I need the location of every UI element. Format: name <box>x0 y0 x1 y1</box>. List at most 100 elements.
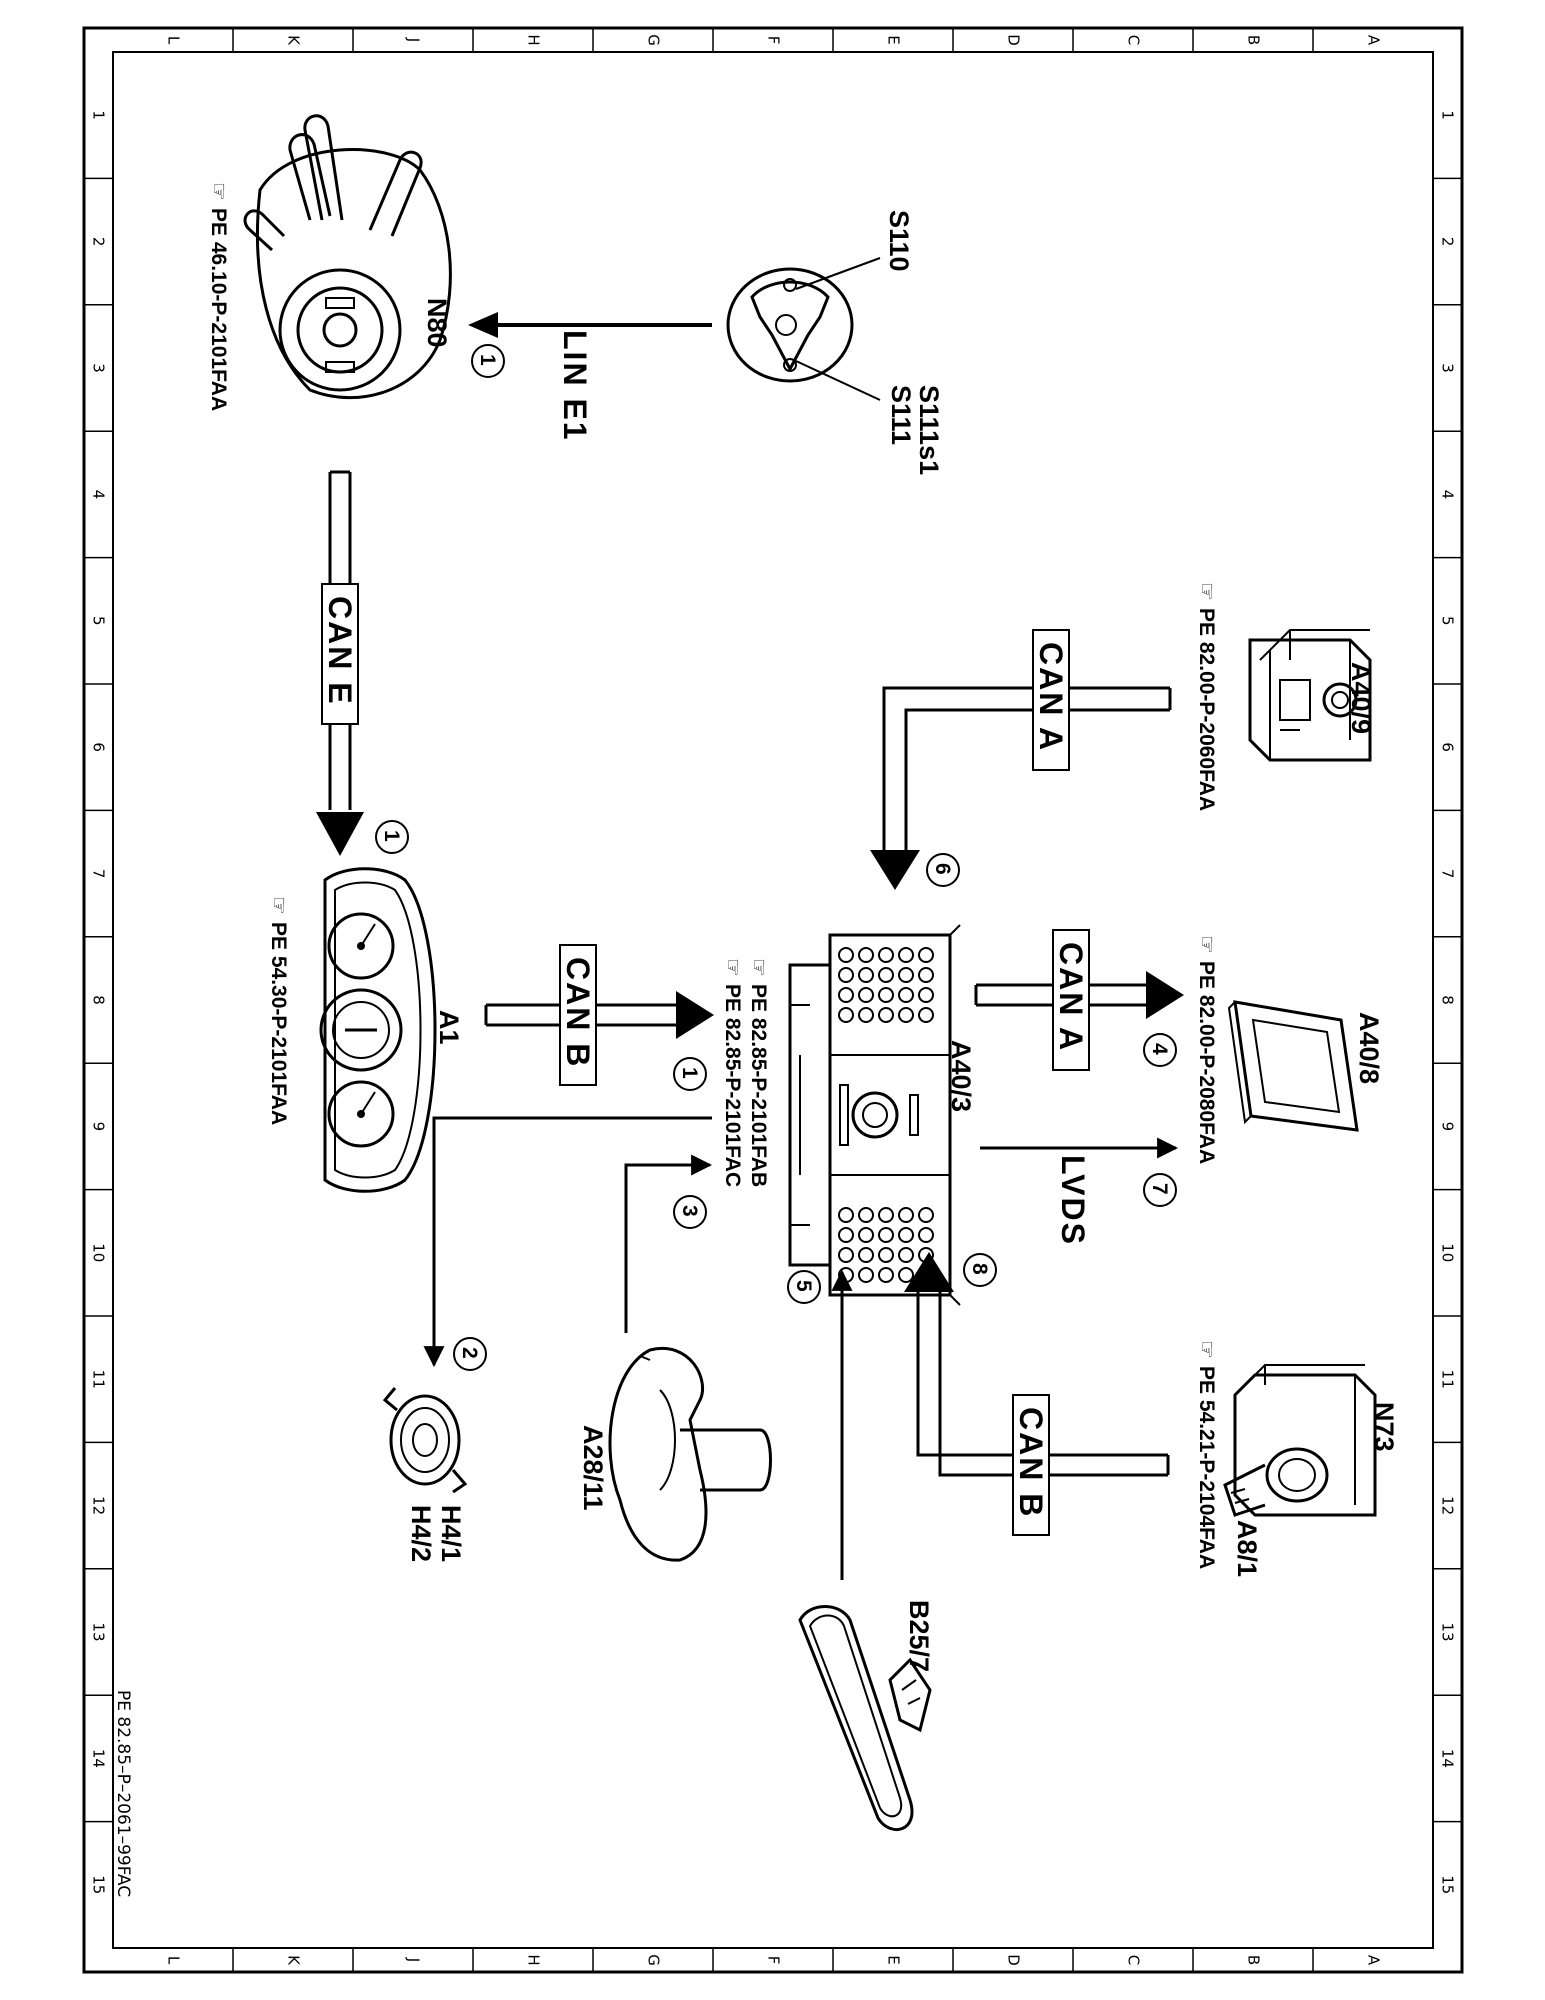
can-b-a1-bus <box>484 944 714 1086</box>
s111-label: S111 <box>886 385 916 445</box>
grid-row-label-left: 12 <box>90 1496 108 1515</box>
lvds-label: LVDS <box>1055 1155 1091 1246</box>
callout-4: 4 <box>1143 1033 1177 1067</box>
a40-9-label: A40/9 <box>1346 662 1376 734</box>
a40-3-button <box>858 947 874 963</box>
a40-9-ref-hand-icon: ☞ <box>1195 582 1218 601</box>
grid-row-label-left: 8 <box>90 995 108 1005</box>
a40-3-button <box>858 1267 874 1283</box>
grid-column-label-bottom: E <box>885 1955 903 1964</box>
a40-3-ref-2: ☞ PE 82.85-P-2101FAC <box>721 958 744 1187</box>
grid-column-label-bottom: J <box>405 1957 423 1962</box>
callout-8: 8 <box>963 1253 997 1287</box>
a1-instrument-cluster-icon <box>319 867 437 1193</box>
grid-column-label-top: A <box>1365 35 1383 46</box>
a40-8-label: A40/8 <box>1354 1012 1384 1084</box>
grid-row-label-left: 13 <box>90 1622 108 1641</box>
grid-row-label-right: 3 <box>1439 363 1457 373</box>
a40-3-button <box>858 1227 874 1243</box>
grid-row-label-left: 11 <box>90 1370 108 1389</box>
a40-3-button <box>858 1247 874 1263</box>
grid-row-label-right: 4 <box>1439 490 1457 500</box>
s110-leader <box>795 257 881 290</box>
n80-ref: ☞ PE 46.10-P-2101FAA <box>207 182 230 411</box>
grid-row-label-left: 7 <box>90 869 108 879</box>
grid-row-label-left: 9 <box>90 1122 108 1132</box>
can-b-n73-label: CAN B <box>1013 1407 1049 1518</box>
h4-1-label: H4/1 <box>436 1505 466 1562</box>
grid-row-label-right: 2 <box>1439 237 1457 247</box>
a40-3-button <box>878 1007 894 1023</box>
grid-column-label-bottom: C <box>1125 1955 1143 1965</box>
a40-3-head-unit-icon <box>788 924 961 1306</box>
a40-3-button <box>838 1247 854 1263</box>
a1-ref-hand-icon: ☞ <box>267 896 290 915</box>
a40-3-button <box>838 947 854 963</box>
grid-column-label-top: D <box>1005 34 1023 46</box>
n80-ref-hand-icon: ☞ <box>207 182 230 201</box>
s111-leader <box>795 360 881 401</box>
callout-1-lin: 1 <box>471 344 505 378</box>
connection-from-a28-11 <box>624 1154 713 1333</box>
grid-column-label-bottom: H <box>525 1954 543 1965</box>
a40-9-ref: ☞ PE 82.00-P-2060FAA <box>1195 582 1218 811</box>
grid-row-label-left: 5 <box>90 616 108 626</box>
a40-3-button <box>838 987 854 1003</box>
can-e-label: CAN E <box>322 596 358 706</box>
a40-3-button <box>898 1267 914 1283</box>
grid-row-label-right: 9 <box>1439 1122 1457 1132</box>
a40-3-button <box>898 967 914 983</box>
grid-row-label-left: 6 <box>90 742 108 752</box>
a40-8-ref-text: PE 82.00-P-2080FAA <box>1195 961 1218 1164</box>
grid-row-label-right: 8 <box>1439 995 1457 1005</box>
n73-ref-hand-icon: ☞ <box>1195 1340 1218 1359</box>
grid-row-label-right: 6 <box>1439 742 1457 752</box>
grid-row-label-right: 5 <box>1439 616 1457 626</box>
grid-column-label-top: B <box>1245 35 1263 45</box>
lin-e1-label: LIN E1 <box>557 330 593 442</box>
a40-3-button <box>838 967 854 983</box>
a40-8-display-icon <box>1227 1000 1359 1132</box>
a40-3-button <box>838 1207 854 1223</box>
a40-3-ref-1: ☞ PE 82.85-P-2101FAB <box>747 958 770 1187</box>
a40-3-button <box>918 947 934 963</box>
callout-5: 5 <box>787 1270 821 1304</box>
svg-text:6: 6 <box>931 863 954 875</box>
a40-3-button <box>878 1227 894 1243</box>
n80-steering-column-module-icon <box>243 114 452 400</box>
a40-9-module-icon <box>1248 629 1372 762</box>
grid-row-label-left: 2 <box>90 237 108 247</box>
grid-row-label-left: 3 <box>90 363 108 373</box>
a40-8-ref: ☞ PE 82.00-P-2080FAA <box>1195 935 1218 1164</box>
grid-row-label-right: 7 <box>1439 869 1457 879</box>
s110-label: S110 <box>884 210 914 272</box>
callout-2: 2 <box>453 1337 487 1371</box>
grid-column-label-top: K <box>285 35 303 46</box>
a40-3-ref-2-text: PE 82.85-P-2101FAC <box>721 984 744 1187</box>
b25-7-label: B25/7 <box>904 1600 934 1672</box>
svg-text:1: 1 <box>678 1067 701 1079</box>
a40-3-button <box>878 1267 894 1283</box>
grid-row-label-right: 15 <box>1439 1875 1457 1894</box>
a40-3-button <box>838 1227 854 1243</box>
grid-column-label-bottom: D <box>1005 1954 1023 1966</box>
n80-label: N80 <box>422 298 452 348</box>
a40-3-button <box>918 967 934 983</box>
a40-3-ref-1-text: PE 82.85-P-2101FAB <box>747 984 770 1187</box>
b25-7-rearview-mirror-icon <box>798 1605 932 1832</box>
grid-row-label-right: 11 <box>1439 1370 1457 1389</box>
a1-label: A1 <box>434 1010 464 1045</box>
a40-3-button <box>918 987 934 1003</box>
a40-8-ref-hand-icon: ☞ <box>1195 935 1218 954</box>
a40-3-label: A40/3 <box>946 1040 976 1112</box>
svg-text:8: 8 <box>968 1263 991 1275</box>
svg-text:2: 2 <box>458 1347 481 1359</box>
svg-text:1: 1 <box>380 830 403 842</box>
lin-e1-connection <box>468 312 712 338</box>
connection-to-h4 <box>423 1116 712 1368</box>
grid-row-label-right: 1 <box>1439 110 1457 120</box>
grid-column-label-bottom: A <box>1365 1955 1383 1966</box>
a8-1-label: A8/1 <box>1232 1520 1262 1577</box>
a40-3-button <box>898 947 914 963</box>
n73-ref: ☞ PE 54.21-P-2104FAA <box>1195 1340 1218 1569</box>
